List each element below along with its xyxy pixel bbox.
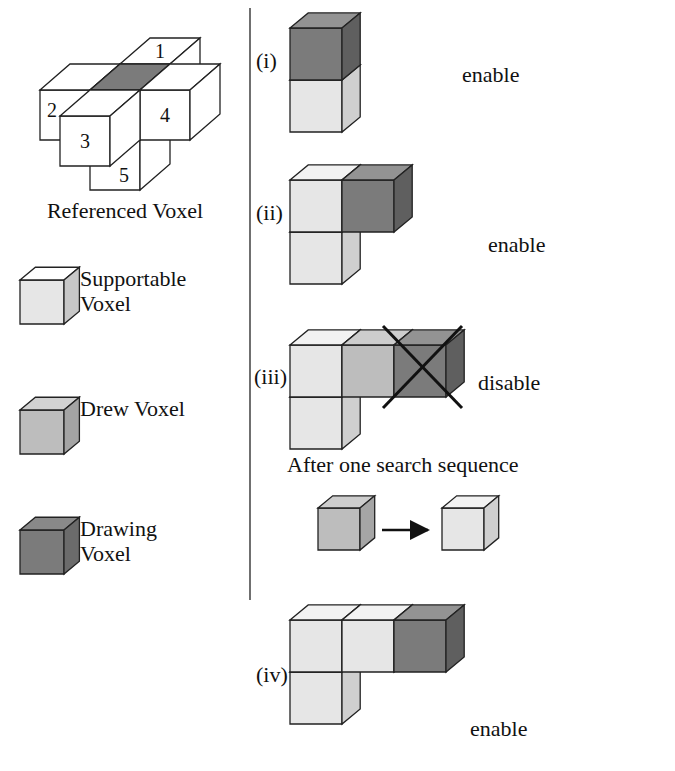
callout-number: 3 [80, 130, 90, 153]
legend-label: Drawing Voxel [80, 516, 205, 567]
status-label: enable [488, 232, 545, 257]
status-label: disable [478, 370, 540, 395]
cube [394, 605, 464, 672]
cross-mark [383, 326, 462, 408]
arrow [382, 529, 428, 532]
callout-number: 1 [155, 40, 165, 63]
neighbor-cube [60, 90, 140, 166]
case-ii [290, 165, 412, 284]
cross-mark [383, 326, 462, 408]
divider [249, 8, 250, 600]
callout-number: 4 [160, 104, 170, 127]
swatch-face [64, 397, 79, 454]
swatch-face [20, 530, 64, 574]
case-label: (i) [256, 48, 277, 73]
cube [342, 165, 412, 232]
case-label: (iv) [256, 662, 288, 687]
transition [318, 496, 499, 550]
status-label: enable [470, 716, 527, 741]
cube [442, 496, 499, 550]
status-label: enable [462, 62, 519, 87]
swatch-face [20, 410, 64, 454]
cube [318, 496, 375, 550]
callout-number: 2 [47, 99, 57, 122]
case-iii [290, 326, 464, 449]
swatch-face [64, 267, 79, 324]
cube [290, 13, 360, 80]
swatch-face [64, 517, 79, 574]
case-i [290, 13, 360, 132]
legend-label: Drew Voxel [80, 396, 205, 421]
referenced-voxel [40, 38, 220, 190]
callout-number: 5 [119, 164, 129, 187]
figure-label: Referenced Voxel [47, 198, 203, 223]
legend-label: Supportable Voxel [80, 266, 205, 317]
case-iv [290, 605, 464, 724]
swatch-face [20, 280, 64, 324]
note-label: After one search sequence [287, 452, 518, 477]
case-label: (iii) [254, 364, 287, 389]
case-label: (ii) [256, 200, 283, 225]
neighbor-cube [140, 64, 220, 140]
